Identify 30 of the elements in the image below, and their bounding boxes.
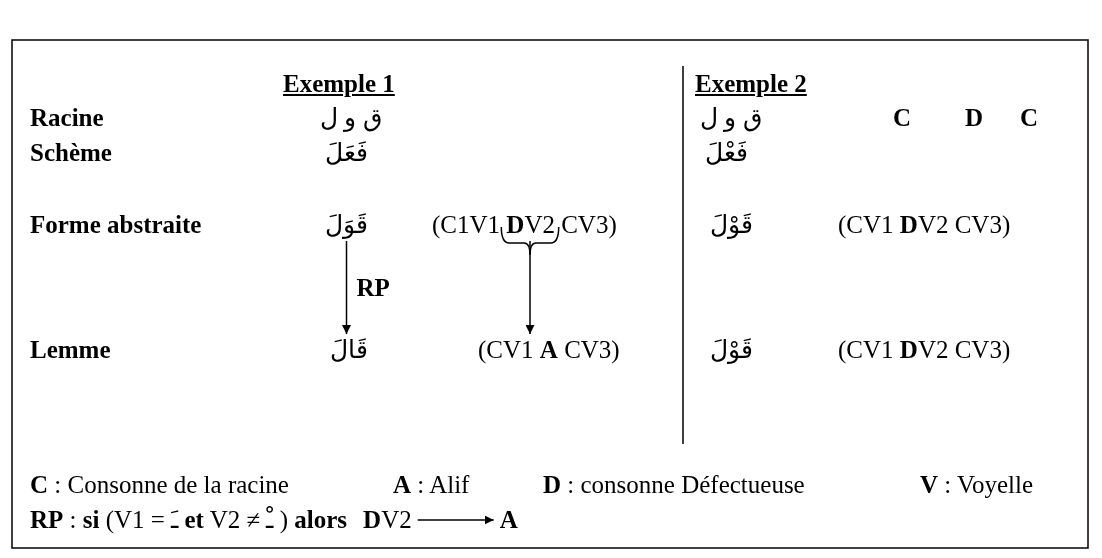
letter-label: C [1020, 104, 1039, 132]
key-text: A : Alif [393, 471, 470, 499]
example-heading: Exemple 1 [283, 70, 395, 98]
arabic-word: قَوَلَ [325, 211, 368, 239]
arrow [416, 515, 495, 525]
arabic-word: قَوْلَ [710, 211, 753, 239]
arabic-word: فَعْلَ [705, 139, 748, 167]
letter-label: C [893, 104, 912, 132]
syllable-pattern: (C1V1 DV2 CV3) [432, 211, 617, 239]
arabic-word: قَوْلَ [710, 336, 753, 364]
arabic-word: قَالَ [330, 336, 368, 364]
key-text: D : consonne Défectueuse [543, 471, 805, 499]
row-label: Racine [30, 104, 104, 132]
arabic-word: فَعَلَ [325, 139, 368, 167]
arrow [342, 240, 351, 335]
row-label: Schème [30, 139, 112, 167]
syllable-pattern: (CV1 DV2 CV3) [838, 336, 1011, 364]
arabic-word: ق و ل [700, 104, 762, 132]
letter-label: D [965, 104, 984, 132]
row-label: Forme abstraite [30, 211, 202, 239]
key-text: V : Voyelle [920, 471, 1033, 499]
example-heading: Exemple 2 [695, 70, 807, 98]
syllable-pattern: A [499, 506, 518, 534]
syllable-pattern: (CV1 DV2 CV3) [838, 211, 1011, 239]
key-text: C : Consonne de la racine [30, 471, 289, 499]
arabic-word: ق و ل [320, 104, 382, 132]
arrow [525, 240, 535, 335]
syllable-pattern: DV2 [363, 506, 412, 534]
syllable-pattern: (CV1 A CV3) [478, 336, 620, 364]
row-label: Lemme [30, 336, 111, 364]
